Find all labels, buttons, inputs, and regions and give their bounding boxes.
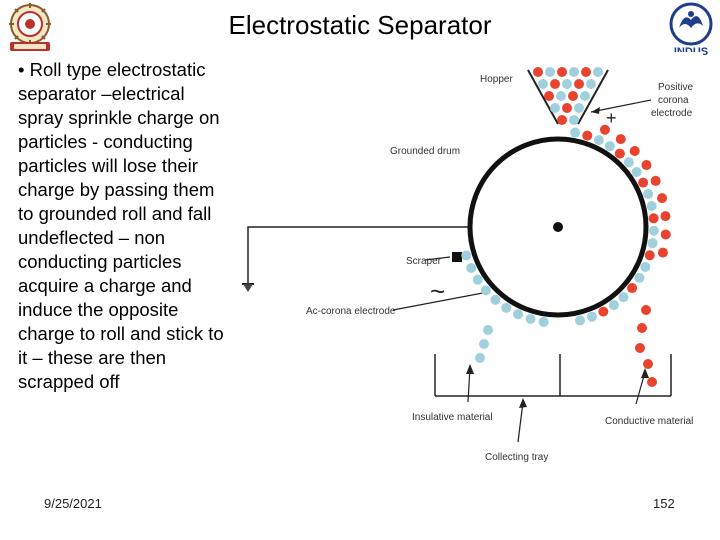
insulative-particle: [574, 103, 584, 113]
conductive-particle: [641, 160, 652, 171]
conductive-particle: [557, 115, 567, 125]
institute-logo: [2, 2, 58, 54]
conductive-particle: [544, 91, 554, 101]
conductive-particle: [599, 124, 610, 135]
insulative-particle: [593, 135, 604, 146]
indus-logo: INDUS: [664, 2, 718, 58]
insulative-particle: [580, 91, 590, 101]
conductive-particle: [615, 134, 626, 145]
insulative-particle: [538, 316, 549, 327]
conductive-particle: [568, 91, 578, 101]
conductive-particle: [637, 323, 647, 333]
conductive-particle: [644, 250, 655, 261]
label-scraper: Scraper: [406, 256, 442, 267]
conductive-particle: [660, 229, 671, 240]
insulative-particle: [569, 67, 579, 77]
insulative-particle: [643, 189, 654, 200]
conductive-particle: [647, 377, 657, 387]
conductive-particle: [627, 283, 638, 294]
insulative-particle: [479, 339, 489, 349]
insulative-particle: [634, 272, 645, 283]
conductive-particle: [648, 213, 659, 224]
label-ac-corona: Ac-corona electrode: [306, 306, 396, 317]
insulative-particle: [569, 115, 579, 125]
collecting-tray: [434, 354, 672, 397]
insulative-particle: [501, 302, 512, 313]
label-positive-corona-3: electrode: [651, 108, 693, 119]
conductive-particle: [657, 247, 668, 258]
insulative-particle: [648, 225, 659, 236]
electrostatic-separator-diagram: Hopper Positive corona electrode + Groun…: [238, 52, 703, 468]
conductive-particle: [614, 148, 625, 159]
insulative-particle: [575, 315, 586, 326]
conductive-particle: [533, 67, 543, 77]
conductive-particle: [562, 103, 572, 113]
insulative-particle: [472, 274, 483, 285]
label-positive-corona-2: corona: [658, 95, 689, 106]
arrow-heads: [466, 107, 649, 408]
ac-corona-symbol: ~: [430, 276, 445, 306]
hopper: [527, 69, 609, 125]
conductive-particle: [643, 359, 653, 369]
insulative-particle: [556, 91, 566, 101]
insulative-particle: [604, 141, 615, 152]
slide-title: Electrostatic Separator: [228, 10, 492, 40]
insulative-particle: [646, 200, 657, 211]
insulative-particle: [623, 157, 634, 168]
conductive-particle: [574, 79, 584, 89]
insulative-particle: [586, 79, 596, 89]
insulative-particle: [550, 103, 560, 113]
insulative-particle: [618, 292, 629, 303]
bullet-text: • Roll type electrostatic separator –ele…: [18, 59, 224, 392]
insulative-particle: [562, 79, 572, 89]
insulative-particle: [475, 353, 485, 363]
particles: [461, 67, 671, 387]
label-grounded-drum: Grounded drum: [390, 146, 460, 157]
conductive-particle: [598, 306, 609, 317]
conductive-particle: [629, 145, 640, 156]
insulative-particle: [483, 325, 493, 335]
insulative-particle: [608, 300, 619, 311]
insulative-particle: [461, 250, 472, 261]
drum-axle: [553, 222, 563, 232]
insulative-particle: [512, 309, 523, 320]
conductive-particle: [550, 79, 560, 89]
ground-wire: [247, 226, 556, 284]
ground-symbol: [242, 283, 254, 292]
insulative-particle: [480, 285, 491, 296]
insulative-particle: [647, 238, 658, 249]
label-hopper: Hopper: [480, 74, 513, 85]
plus-sign: +: [606, 108, 617, 128]
insulative-particle: [631, 166, 642, 177]
insulative-particle: [490, 294, 501, 305]
insulative-particle: [538, 79, 548, 89]
insulative-particle: [570, 127, 581, 138]
conductive-particle: [657, 193, 668, 204]
label-insulative: Insulative material: [412, 412, 493, 423]
insulative-particle: [593, 67, 603, 77]
label-collecting-tray: Collecting tray: [485, 452, 548, 463]
conductive-particle: [582, 130, 593, 141]
insulative-particle: [525, 313, 536, 324]
insulative-particle: [640, 261, 651, 272]
insulative-particle: [586, 311, 597, 322]
insulative-particle: [466, 262, 477, 273]
insulative-particle: [545, 67, 555, 77]
conductive-particle: [635, 343, 645, 353]
conductive-particle: [650, 175, 661, 186]
label-conductive: Conductive material: [605, 416, 693, 427]
conductive-particle: [660, 211, 671, 222]
conductive-particle: [581, 67, 591, 77]
conductive-particle: [557, 67, 567, 77]
conductive-particle: [638, 177, 649, 188]
label-positive-corona-1: Positive: [658, 82, 693, 93]
slide-date: 9/25/2021: [44, 496, 102, 511]
scraper: [452, 252, 462, 262]
conductive-particle: [641, 305, 651, 315]
slide-number: 152: [653, 496, 675, 511]
